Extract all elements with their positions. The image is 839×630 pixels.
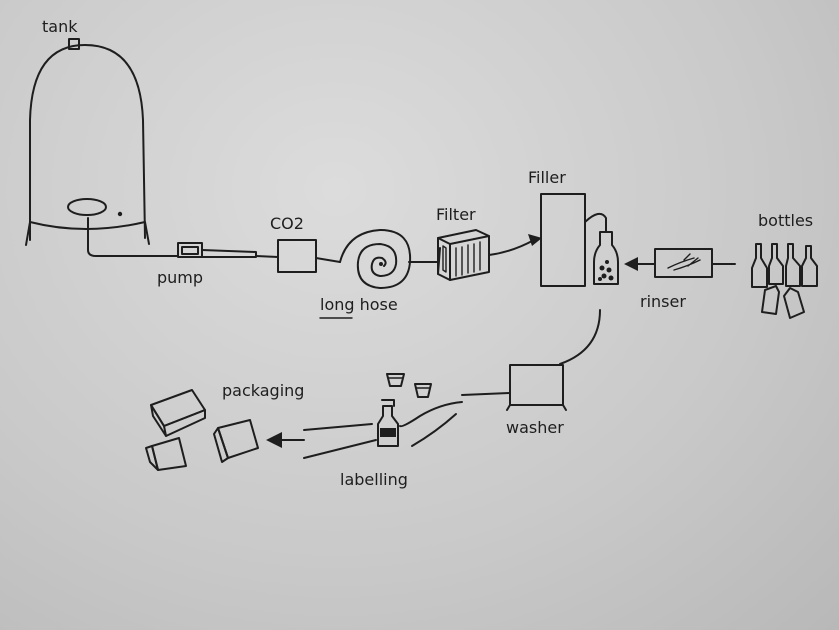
rinser-label: rinser [640, 292, 686, 311]
rinser-icon [654, 248, 713, 278]
filter-icon [437, 229, 490, 281]
bottles-icon [751, 243, 818, 319]
long-hose-label: long hose [320, 295, 398, 314]
co2-label: CO2 [270, 214, 304, 233]
long-hose-spiral-icon [339, 229, 439, 289]
tank-label: tank [42, 17, 78, 36]
filler-label: Filler [528, 168, 566, 187]
pump-icon [177, 242, 279, 258]
packaging-boxes-icon [145, 389, 259, 471]
labelling-icon [303, 373, 463, 459]
filter-label: Filter [436, 205, 476, 224]
labelling-label: labelling [340, 470, 408, 489]
packaging-label: packaging [222, 381, 304, 400]
bottles-label: bottles [758, 211, 813, 230]
filler-icon [540, 193, 619, 287]
washer-icon [461, 364, 567, 411]
pump-label: pump [157, 268, 203, 287]
tank-icon [25, 38, 150, 246]
washer-label: washer [506, 418, 564, 437]
co2-box-icon [277, 239, 317, 273]
